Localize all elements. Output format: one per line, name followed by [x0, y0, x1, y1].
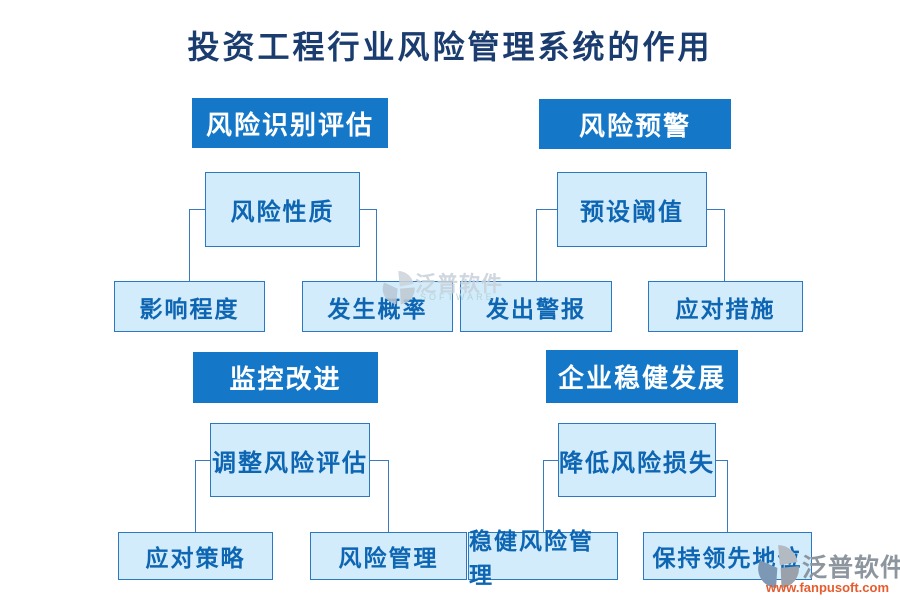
brand-name-text: 泛普软件: [802, 554, 900, 582]
node-risk-management: 风险管理: [310, 532, 467, 580]
connector-line: [360, 209, 377, 281]
node-steady-risk-management: 稳健风险管理: [468, 529, 618, 588]
node-impact-degree: 影响程度: [114, 281, 265, 332]
section-header-risk-warning: 风险预警: [539, 99, 731, 149]
section-header-risk-identification: 风险识别评估: [192, 98, 388, 148]
node-coping-strategy: 应对策略: [118, 532, 273, 580]
section-header-monitoring-improvement: 监控改进: [193, 352, 378, 403]
connector-line: [195, 460, 210, 532]
page-title: 投资工程行业风险管理系统的作用: [187, 29, 713, 65]
node-preset-threshold: 预设阈值: [557, 172, 707, 247]
node-maintain-leading-position: 保持领先地位: [643, 532, 812, 580]
node-issue-alarm: 发出警报: [460, 281, 612, 332]
node-occurrence-probability: 发生概率: [302, 281, 453, 332]
connector-line: [716, 460, 728, 532]
connector-line: [707, 209, 725, 281]
connector-line: [370, 460, 389, 532]
node-adjust-risk-assessment: 调整风险评估: [210, 423, 370, 497]
node-countermeasures: 应对措施: [648, 281, 803, 332]
node-risk-nature: 风险性质: [205, 172, 360, 247]
connector-line: [543, 460, 558, 532]
connector-line: [189, 209, 205, 281]
brand-url-text: www.fanpusoft.com: [766, 580, 890, 595]
connector-line: [536, 209, 557, 281]
section-header-steady-development: 企业稳健发展: [546, 350, 738, 403]
node-reduce-risk-loss: 降低风险损失: [558, 423, 716, 497]
